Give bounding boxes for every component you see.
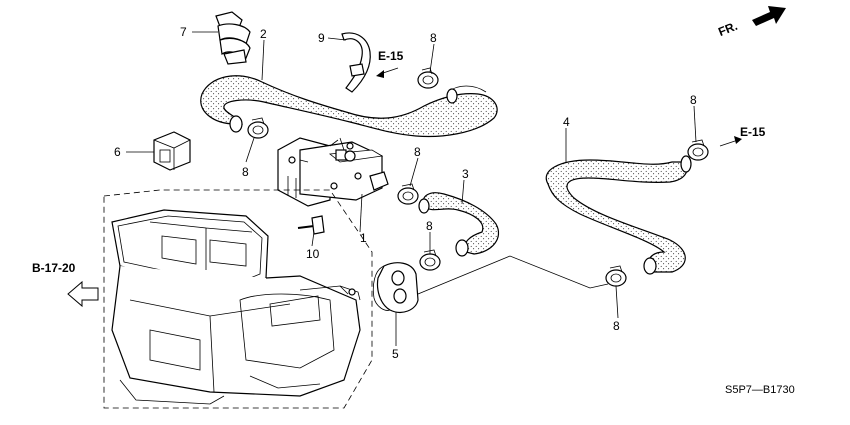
hose-4 <box>545 155 692 275</box>
callout-8-left: 8 <box>242 165 249 179</box>
callout-10: 10 <box>306 247 320 261</box>
front-arrow-icon <box>752 6 786 26</box>
hose-2 <box>200 75 498 138</box>
clip-7 <box>215 11 251 65</box>
callout-8-right-top: 8 <box>690 93 697 107</box>
callout-5: 5 <box>392 347 399 361</box>
diagram-code: S5P7—B1730 <box>725 384 795 396</box>
callout-7: 7 <box>180 25 187 39</box>
water-valve-assembly <box>277 137 389 207</box>
callout-8-middle: 8 <box>414 145 421 159</box>
callout-2: 2 <box>260 27 267 41</box>
hose-clamp-middle <box>397 183 419 205</box>
hose-clamp-top <box>417 67 439 89</box>
arrow-e15-right <box>719 136 742 147</box>
hose-clamp-right-bottom <box>605 265 627 287</box>
clip-9 <box>341 32 371 93</box>
heater-unit <box>111 209 361 405</box>
callout-4: 4 <box>563 115 570 129</box>
reference-e15-right: E-15 <box>740 125 766 139</box>
bolt-10 <box>297 215 325 235</box>
hose-clamp-right-top <box>687 139 709 161</box>
leader-lines <box>126 31 697 346</box>
hose-clamp-left <box>247 117 269 139</box>
callout-8-right-bottom: 8 <box>613 319 620 333</box>
callout-8-lower: 8 <box>426 219 433 233</box>
callout-9: 9 <box>318 31 325 45</box>
reference-b1720: B-17-20 <box>32 261 76 275</box>
callout-1: 1 <box>360 231 367 245</box>
front-direction-label: FR. <box>716 19 739 39</box>
callout-8-top: 8 <box>430 31 437 45</box>
hose-2-end-left <box>229 115 243 133</box>
heater-unit-box <box>103 189 373 409</box>
callout-3: 3 <box>462 167 469 181</box>
hose-3 <box>418 192 500 257</box>
grommet-5 <box>372 262 419 313</box>
arrow-e15-top <box>376 67 399 78</box>
callout-6: 6 <box>114 145 121 159</box>
reference-e15-top: E-15 <box>378 49 404 63</box>
arrow-b1720 <box>67 280 99 308</box>
holder-6 <box>153 131 191 171</box>
hose-2-end-right <box>446 88 458 104</box>
